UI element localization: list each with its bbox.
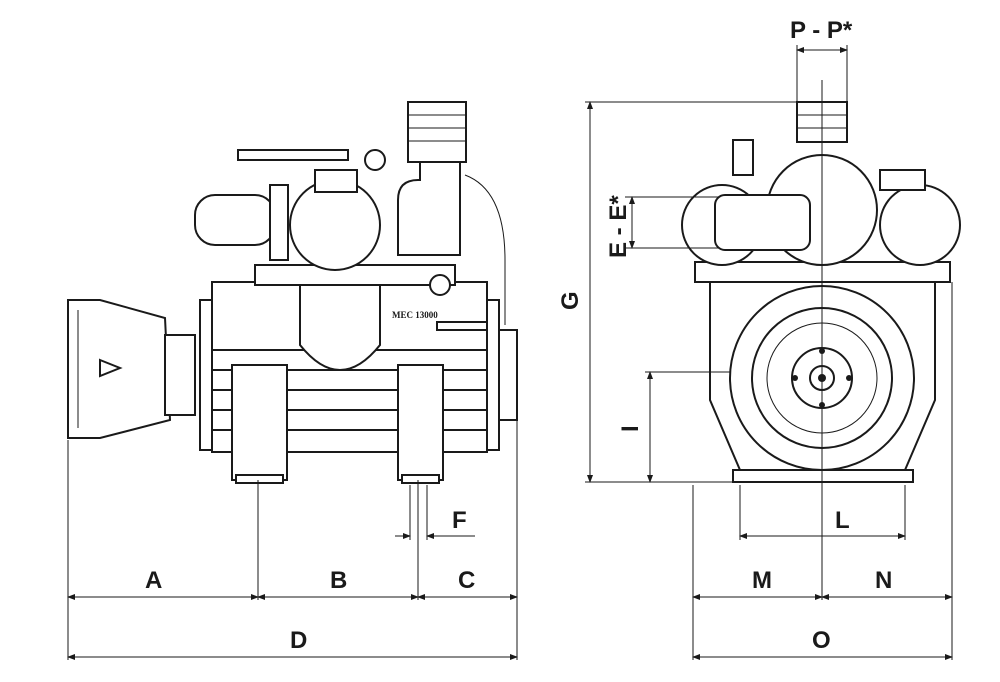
- front-view: [681, 101, 961, 483]
- drive-cone: [67, 299, 196, 439]
- dim-label-g: G: [557, 291, 584, 310]
- dim-label-p: P - P*: [790, 17, 853, 44]
- side-view: MEC 13000: [67, 101, 518, 484]
- dim-label-o: O: [812, 627, 831, 654]
- dim-label-n: N: [875, 567, 892, 594]
- dim-label-d: D: [290, 627, 307, 654]
- foot-right: [397, 364, 444, 481]
- hose-tail: [407, 101, 467, 163]
- dimension-lines: [67, 45, 953, 660]
- dim-label-a: A: [145, 567, 162, 594]
- dimension-labels: A B C D F G I E - E* P - P* L M N O: [145, 17, 892, 654]
- dim-label-f: F: [452, 507, 467, 534]
- dim-label-m: M: [752, 567, 772, 594]
- dim-label-c: C: [458, 567, 475, 594]
- dim-label-e: E - E*: [605, 195, 632, 258]
- dim-label-l: L: [835, 507, 850, 534]
- dim-label-i: I: [617, 425, 644, 432]
- nameplate-text: MEC 13000: [392, 310, 438, 320]
- foot-left: [231, 364, 288, 481]
- dim-label-b: B: [330, 567, 347, 594]
